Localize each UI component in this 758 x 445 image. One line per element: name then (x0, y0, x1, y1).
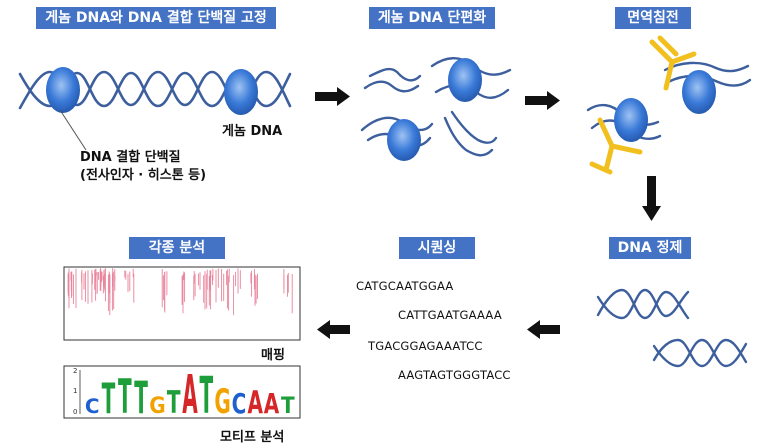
arrow-right-1 (315, 87, 350, 106)
step-title-fix: 게놈 DNA와 DNA 결합 단백질 고정 (36, 7, 276, 29)
purified-dna (596, 288, 748, 368)
motif-axis-tick-0: 0 (73, 408, 77, 416)
binding-protein-1 (46, 67, 80, 113)
arrow-left-2 (317, 320, 350, 339)
fragment-protein-1 (448, 58, 482, 102)
binding-protein-label: DNA 결합 단백질 (80, 150, 181, 165)
motif-letter: T (134, 373, 148, 425)
motif-analysis-label: 모티프 분석 (220, 430, 285, 445)
motif-axis-tick-2: 2 (73, 367, 77, 375)
step-title-purify: DNA 정제 (609, 237, 691, 259)
sequence-read-3: TGACGGAGAAATCC (368, 339, 483, 353)
antibody-1 (649, 35, 697, 91)
antibody-2 (589, 117, 643, 175)
motif-letter: G (214, 381, 230, 421)
motif-letter: T (102, 373, 116, 423)
binding-protein-sublabel: (전사인자 · 히스톤 등) (80, 168, 207, 183)
ip-protein-2 (614, 98, 648, 142)
motif-letter: T (118, 369, 132, 425)
fragment-protein-2 (387, 119, 421, 161)
dna-fragments (360, 57, 512, 157)
sequence-read-2: CATTGAATGAAAA (398, 308, 502, 322)
step-title-sequencing: 시퀀싱 (399, 237, 475, 259)
arrow-down (642, 176, 661, 221)
sequence-read-4: AAGTAGTGGGTACC (398, 368, 511, 382)
motif-letter: A (264, 387, 280, 420)
motif-axis-tick-1: 1 (73, 387, 77, 395)
mapping-peaks (67, 268, 293, 316)
motif-letter: A (182, 365, 197, 426)
mapping-label: 매핑 (261, 348, 285, 363)
motif-letter: T (167, 386, 181, 422)
arrow-left-1 (527, 320, 560, 339)
motif-letter: C (232, 387, 247, 420)
binding-protein-2 (224, 69, 258, 115)
motif-letter: C (85, 395, 100, 418)
step-title-ip: 면역침전 (615, 7, 691, 29)
step-title-fragment: 게놈 DNA 단편화 (369, 7, 495, 29)
ip-protein-1 (682, 70, 716, 114)
motif-letter: T (281, 393, 295, 419)
genome-dna-label: 게놈 DNA (222, 124, 283, 139)
sequence-read-1: CATGCAATGGAA (356, 279, 454, 293)
step-title-analysis: 각종 분석 (129, 237, 225, 259)
protein-pointer (59, 109, 87, 151)
motif-letter: T (199, 367, 213, 426)
motif-letter: A (247, 386, 262, 422)
arrow-right-2 (525, 91, 560, 110)
motif-letter: G (149, 393, 165, 419)
motif-panel (63, 365, 301, 419)
